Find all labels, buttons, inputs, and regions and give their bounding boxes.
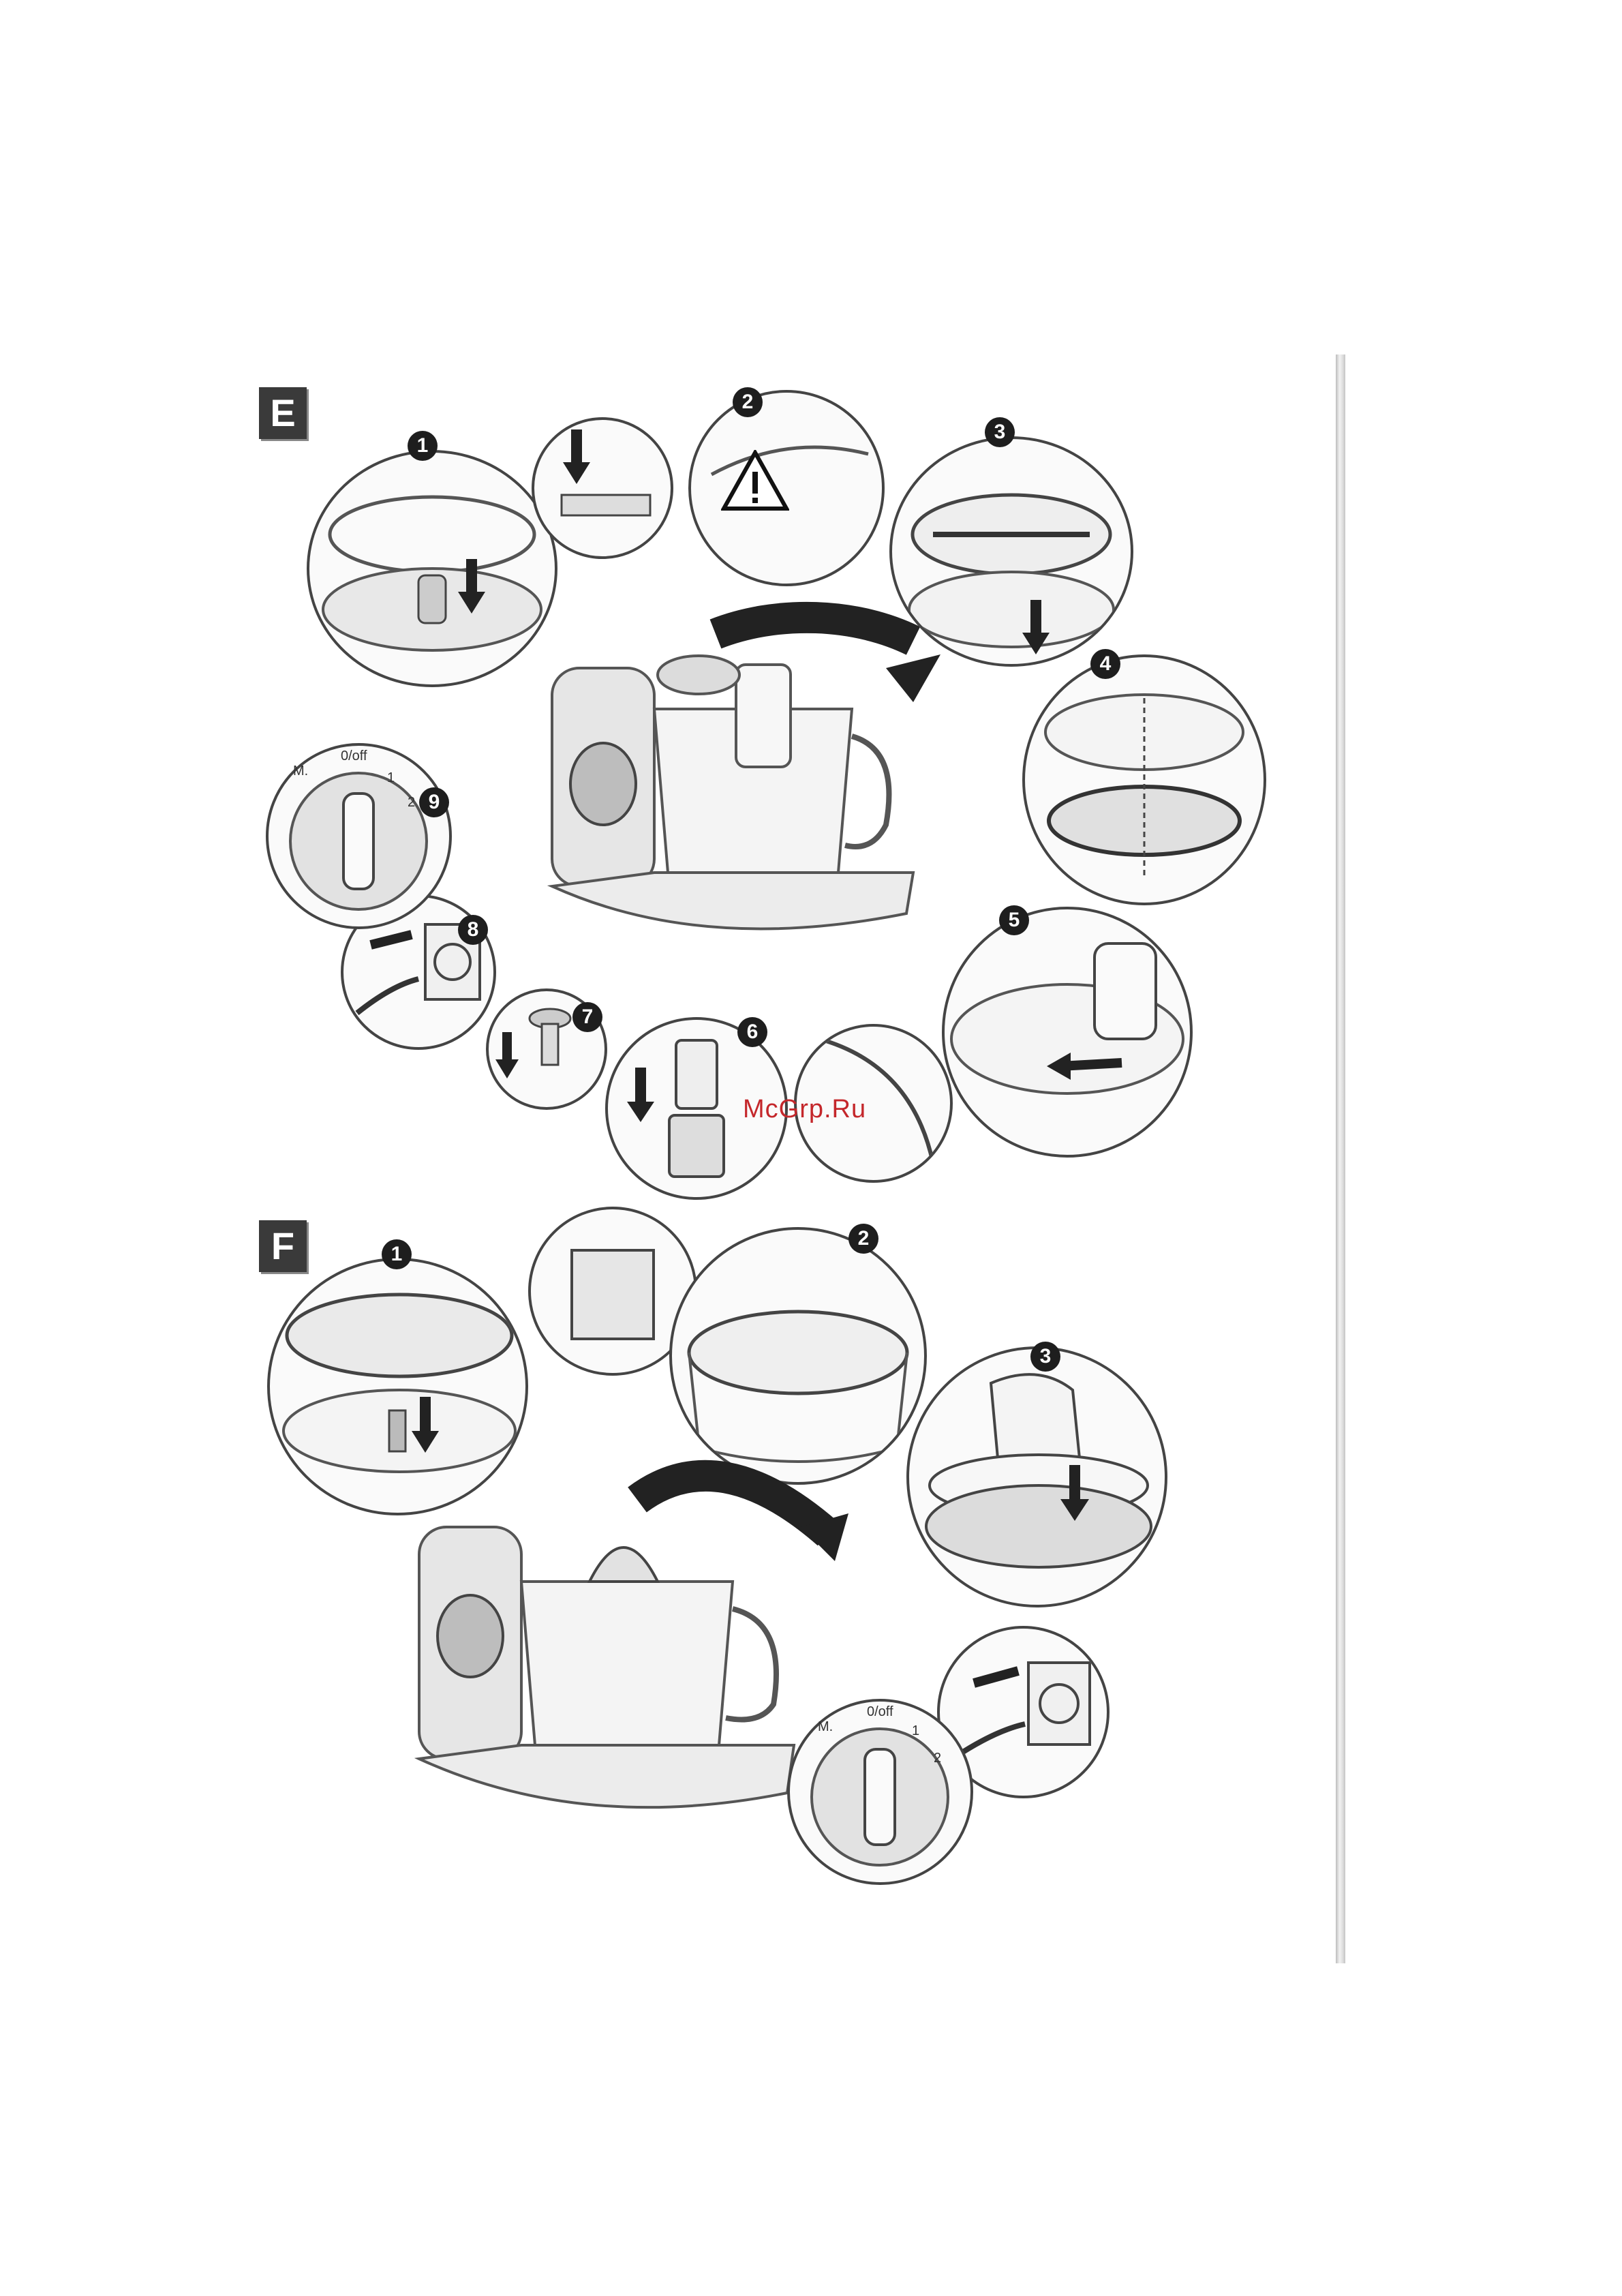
step-circle-e4: [1022, 654, 1266, 905]
section-badge-e: E: [259, 387, 307, 439]
page-edge-shadow: [1336, 354, 1345, 1963]
dial-label-2: 2: [408, 795, 415, 811]
step-circle-e1-detail: [532, 417, 673, 559]
plug-icon: [357, 979, 418, 1013]
step-circle-f3: [906, 1346, 1167, 1607]
hand-icon: [991, 1374, 1080, 1458]
section-badge-f: F: [259, 1220, 307, 1272]
food-processor-icon: [406, 1452, 848, 1861]
dial-label-m: M.: [818, 1719, 833, 1735]
dial-label-1: 1: [387, 770, 395, 786]
step-circle-e1: [307, 450, 557, 687]
dial-label-1: 1: [912, 1723, 919, 1739]
step-number-e4: 4: [1090, 649, 1120, 679]
step-number-e7: 7: [572, 1002, 602, 1032]
step-number-e6: 6: [737, 1017, 767, 1047]
dial-label-2: 2: [934, 1751, 941, 1766]
step-number-e3: 3: [985, 417, 1015, 447]
step-number-e1: 1: [408, 431, 438, 461]
step-circle-e5: [942, 907, 1193, 1158]
step-number-e2: 2: [733, 387, 763, 417]
hand-icon: [865, 1749, 895, 1845]
arrow-down-icon: [1022, 600, 1050, 654]
warning-icon: [721, 450, 789, 511]
dial-label-m: M.: [293, 764, 308, 779]
step-number-f3: 3: [1030, 1342, 1060, 1372]
watermark: McGrp.Ru: [743, 1095, 866, 1124]
step-number-e8: 8: [458, 915, 488, 945]
step-circle-e3: [889, 436, 1133, 667]
step-number-f1: 1: [382, 1239, 412, 1269]
socket-icon: [1028, 1663, 1090, 1744]
dial-label-off: 0/off: [867, 1704, 893, 1720]
dial-label-off: 0/off: [341, 749, 367, 764]
dial-icon: [787, 1699, 973, 1885]
hand-icon: [343, 794, 373, 889]
step-number-e9: 9: [419, 787, 449, 817]
step-number-f2: 2: [848, 1224, 878, 1254]
arrow-down-icon: [458, 559, 485, 614]
step-number-e5: 5: [999, 905, 1029, 935]
arrow-down-icon: [563, 429, 590, 484]
step-circle-f2: [669, 1227, 927, 1485]
food-processor-icon: [532, 600, 940, 982]
